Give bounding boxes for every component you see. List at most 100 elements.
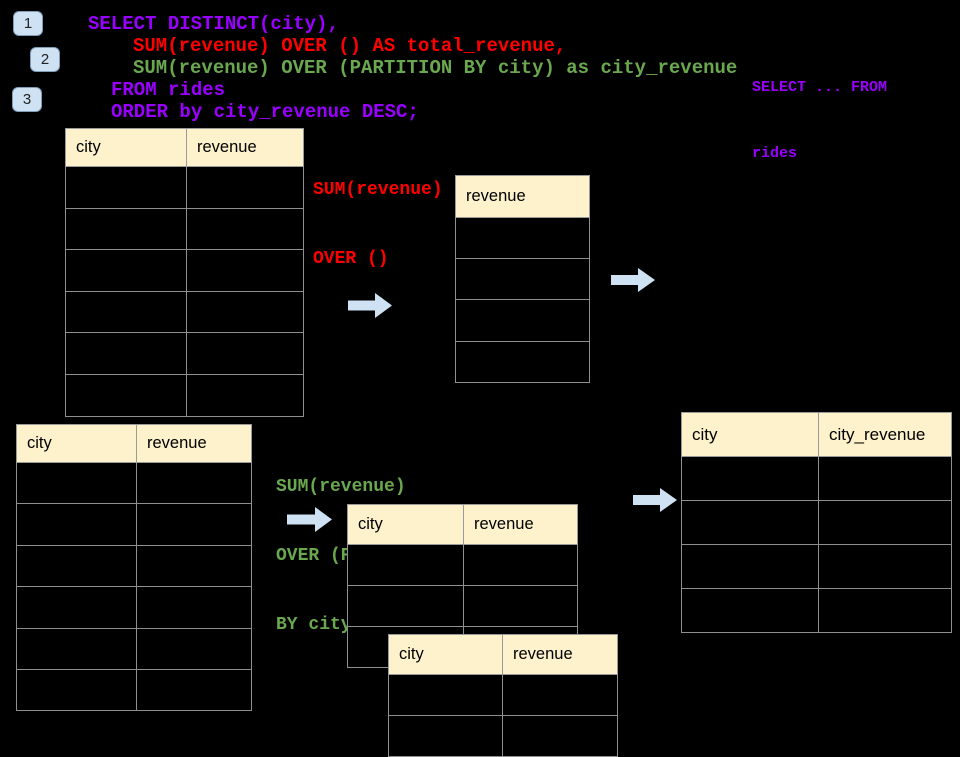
table-row [65,249,304,292]
table-cell [65,166,187,209]
table-cell [136,668,252,712]
table-row [65,207,304,251]
table-row [681,500,952,545]
table-cell [455,299,590,342]
table-row [16,503,252,546]
column-header-revenue: revenue [463,504,578,545]
sql-line-total-revenue: SUM(revenue) OVER () AS total_revenue, [133,35,567,57]
table-row [455,340,590,383]
table-cell [186,332,304,375]
table-row [65,166,304,209]
table-cell [455,340,590,383]
table-cell [388,674,503,716]
right-arrow-icon [287,507,332,532]
table-cell [502,715,618,757]
table-cell [186,249,304,292]
column-header-city: city [681,412,819,457]
table-cell [16,544,137,588]
sql-line-city-revenue: SUM(revenue) OVER (PARTITION BY city) as… [133,57,738,79]
table-cell [818,588,952,633]
label-line: SUM(revenue) [313,180,443,200]
table-row [681,544,952,589]
table-cell [65,249,187,292]
column-header-city: city [347,504,464,545]
table-cell [818,544,952,589]
step-badge-2: 2 [30,47,60,72]
table-row [16,586,252,629]
table-cell [455,216,590,260]
table-cell [681,588,819,633]
table-cell [455,258,590,301]
table-header-row: city revenue [65,128,304,167]
table-cell [16,503,137,546]
table-row [681,588,952,633]
table-cell [347,585,464,627]
table-row [455,299,590,342]
table-cell [463,544,578,586]
table-row [347,585,578,627]
sql-line-order-by: ORDER by city_revenue DESC; [111,101,419,123]
table-row [681,456,952,501]
step-badge-3: 3 [12,87,42,112]
source-table: city revenue [65,128,304,417]
table-row [347,544,578,586]
table-header-row: city revenue [388,634,618,675]
column-header-city: city [16,424,137,463]
table-cell [16,627,137,670]
label-line: OVER () [313,249,389,269]
table-cell [186,207,304,251]
table-row [455,258,590,301]
table-cell [136,461,252,505]
label-line: SUM(revenue) [276,477,406,497]
table-header-row: city city_revenue [681,412,952,457]
table-row [388,674,618,716]
table-row [65,332,304,375]
table-cell [186,373,304,417]
table-header-row: city revenue [16,424,252,463]
table-row [65,373,304,417]
column-header-revenue: revenue [502,634,618,675]
partition-result-table-front: city revenue [388,634,618,757]
table-cell [818,500,952,545]
total-revenue-table: revenue [455,175,590,383]
sql-line-select: SELECT DISTINCT(city), [88,13,339,35]
table-cell [463,585,578,627]
table-cell [681,544,819,589]
column-header-revenue: revenue [136,424,252,463]
right-arrow-icon [611,268,655,292]
table-cell [186,290,304,334]
sql-line-from: FROM rides [111,79,226,101]
table-header-row: city revenue [347,504,578,545]
table-row [16,461,252,505]
table-cell [65,373,187,417]
table-row [16,627,252,670]
table-cell [681,500,819,545]
table-cell [388,715,503,757]
table-cell [136,544,252,588]
table-row [388,715,618,757]
table-row [16,544,252,588]
table-cell [681,456,819,501]
table-cell [818,456,952,501]
table-cell [136,627,252,670]
final-result-table: city city_revenue [681,412,952,633]
table-cell [16,668,137,712]
table-row [65,290,304,334]
table-cell [65,332,187,375]
table-row [455,216,590,260]
table-cell [136,503,252,546]
sum-over-label: SUM(revenue) OVER () [313,133,443,294]
column-header-city-revenue: city_revenue [818,412,952,457]
table-cell [16,461,137,505]
table-cell [136,586,252,629]
right-arrow-icon [348,293,392,318]
right-arrow-icon [633,488,677,512]
column-header-revenue: revenue [455,175,590,218]
table-cell [16,586,137,629]
table-cell [186,166,304,209]
select-from-rides-note: SELECT ... FROM rides [752,33,887,187]
table-cell [65,290,187,334]
table-cell [347,544,464,586]
table-header-row: revenue [455,175,590,218]
table-cell [502,674,618,716]
